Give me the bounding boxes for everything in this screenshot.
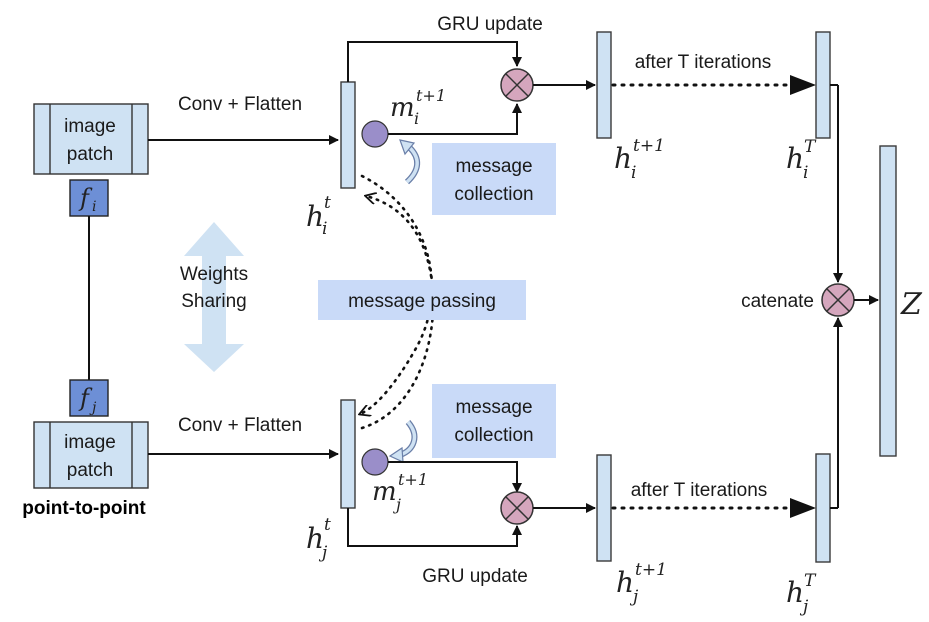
image-patch-bottom-line1: image: [64, 432, 116, 453]
h-j-t1-label: h j t+1: [616, 560, 667, 607]
svg-text:h: h: [306, 522, 324, 555]
h-i-t1-vector: [596, 31, 612, 139]
feature-box-fj: f j: [69, 379, 109, 417]
message-passing-label: message passing: [348, 291, 496, 312]
svg-text:j: j: [629, 587, 639, 607]
h-i-T-vector: [815, 31, 831, 139]
svg-text:h: h: [786, 576, 804, 609]
weights-sharing-line2: Sharing: [181, 291, 247, 312]
svg-text:j: j: [318, 543, 328, 563]
h-j-t-label: h j t: [306, 515, 331, 563]
point-to-point-label: point-to-point: [22, 498, 146, 519]
message-collection-bottom-line1: message: [455, 397, 532, 418]
svg-text:h: h: [616, 566, 634, 599]
multiply-node-bottom: [500, 491, 534, 525]
svg-text:T: T: [804, 571, 817, 591]
svg-text:t: t: [324, 193, 331, 213]
h-i-t1-label: h i t+1: [614, 136, 665, 183]
message-passing-box: [318, 280, 526, 320]
message-collection-bottom-box: [432, 384, 556, 458]
svg-text:j: j: [393, 495, 401, 514]
message-collection-top-box: [432, 143, 556, 215]
svg-text:m: m: [390, 93, 415, 123]
svg-text:i: i: [803, 163, 808, 183]
svg-text:T: T: [804, 137, 817, 157]
message-collection-top-line1: message: [455, 156, 532, 177]
message-node-i: [361, 120, 389, 148]
message-node-j: [361, 448, 389, 476]
svg-text:m: m: [372, 477, 397, 507]
image-patch-bottom: image patch: [33, 421, 149, 489]
z-label: Z: [900, 287, 923, 322]
after-iter-top-arrowhead: [790, 75, 816, 95]
gru-update-bottom-label: GRU update: [422, 566, 528, 587]
h-i-t-vector: [340, 81, 356, 189]
svg-text:h: h: [786, 142, 804, 175]
svg-text:h: h: [306, 200, 324, 233]
svg-text:h: h: [614, 142, 632, 175]
svg-text:t+1: t+1: [416, 86, 446, 105]
h-j-T-label: h j T: [786, 571, 817, 617]
gru-update-bottom-path: [347, 508, 522, 547]
message-collection-bottom-line2: collection: [454, 425, 533, 446]
image-patch-top-line1: image: [64, 116, 116, 137]
weights-sharing-line1: Weights: [180, 264, 248, 285]
svg-text:j: j: [799, 597, 809, 617]
image-patch-top: image patch: [33, 103, 149, 175]
message-to-multiply-bottom: [388, 461, 522, 493]
conv-flatten-top-label: Conv + Flatten: [178, 94, 302, 115]
image-patch-bottom-line2: patch: [67, 460, 113, 481]
svg-text:i: i: [631, 163, 636, 183]
message-to-multiply-top: [388, 103, 522, 135]
h-j-T-vector: [815, 453, 831, 563]
gru-update-top-path: [347, 41, 522, 82]
fj-sub: j: [89, 400, 97, 416]
h-i-t-label: h i t: [306, 193, 331, 239]
catenate-node: [821, 283, 855, 317]
svg-text:t: t: [324, 515, 331, 535]
multiply-node-top: [500, 68, 534, 102]
svg-text:i: i: [322, 219, 327, 239]
svg-text:i: i: [414, 109, 419, 128]
catenate-label: catenate: [741, 291, 814, 312]
fi-sub: i: [92, 199, 96, 215]
svg-text:t+1: t+1: [398, 470, 428, 489]
h-j-t-vector: [340, 399, 356, 509]
z-vector: [879, 145, 897, 457]
image-patch-top-line2: patch: [67, 144, 113, 165]
after-iter-top-label: after T iterations: [635, 52, 772, 73]
m-j-t1-label: m j t+1: [372, 470, 428, 514]
h-j-t1-vector: [596, 454, 612, 562]
after-iter-bottom-arrowhead: [790, 498, 816, 518]
conv-flatten-bottom-label: Conv + Flatten: [178, 415, 302, 436]
svg-text:t+1: t+1: [633, 136, 665, 156]
svg-text:t+1: t+1: [635, 560, 667, 580]
gru-update-top-label: GRU update: [437, 14, 543, 35]
message-collection-top-line2: collection: [454, 184, 533, 205]
weights-sharing-arrow: [184, 222, 244, 372]
m-i-t1-label: m i t+1: [390, 86, 446, 128]
after-iter-bottom-label: after T iterations: [631, 480, 768, 501]
message-passing-curve-down: [360, 174, 434, 414]
feature-box-fi: f i: [69, 179, 109, 217]
h-i-T-label: h i T: [786, 137, 817, 183]
